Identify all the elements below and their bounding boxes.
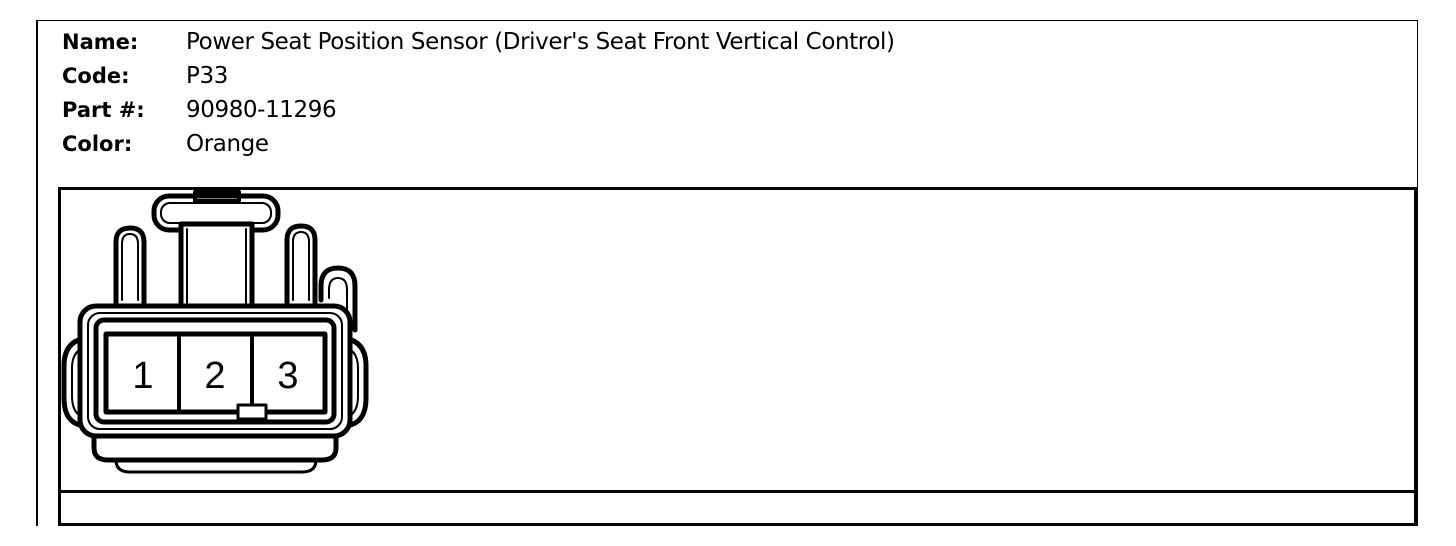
name-label: Name: [62,30,139,54]
connector-body [77,303,353,439]
part-number-label: Part #: [62,98,145,122]
guide-ribs [113,223,318,307]
part-number-value: 90980-11296 [186,97,337,123]
color-value: Orange [186,131,269,157]
name-value: Power Seat Position Sensor (Driver's Sea… [186,29,895,55]
connector-skirt [91,429,339,474]
side-latch [318,265,358,333]
connector-info-sheet [36,20,1418,526]
lock-tab [151,190,281,323]
pin-label: 3 [277,355,298,397]
pin-label: 1 [132,355,153,397]
pin-cavity-grid [103,331,328,421]
code-label: Code: [62,64,130,88]
box-divider [61,490,1414,493]
pin-label: 2 [204,355,225,397]
color-label: Color: [62,132,133,156]
connector-diagram-box [58,187,1417,526]
code-value: P33 [186,63,228,89]
